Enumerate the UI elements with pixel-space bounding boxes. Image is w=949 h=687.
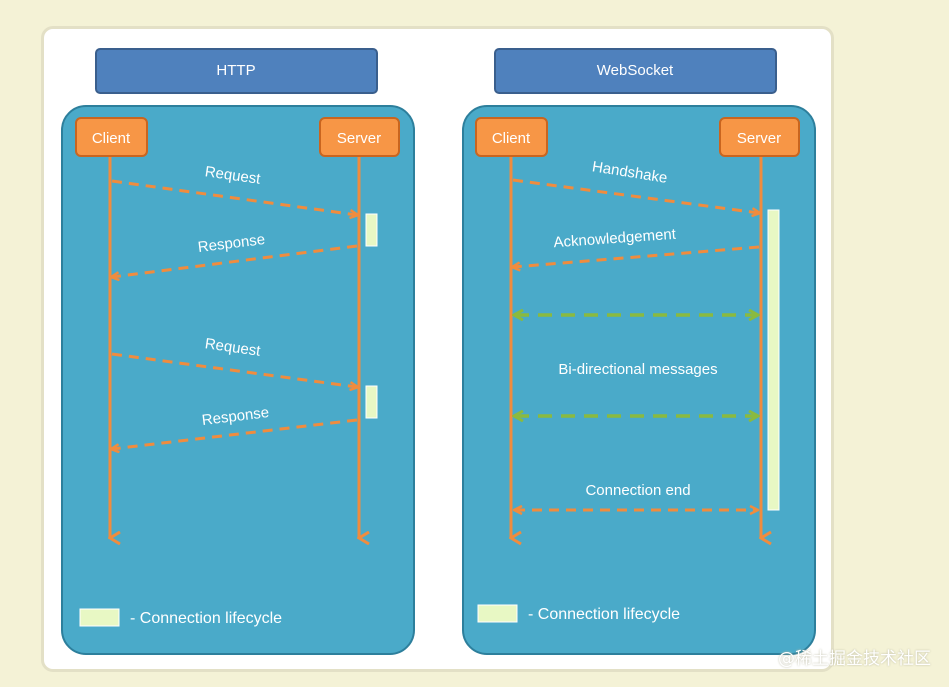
websocket-server-node (719, 117, 800, 157)
http-server-label: Server (337, 130, 381, 147)
websocket-legend-label: - Connection lifecycle (528, 606, 680, 623)
websocket-body (462, 105, 816, 655)
http-client-label: Client (92, 130, 131, 147)
watermark: @稀土掘金技术社区 (778, 649, 931, 669)
http-lifecycle-bar-2 (365, 385, 378, 419)
http-body (61, 105, 415, 655)
websocket-handshake-arrow (512, 178, 759, 213)
http-panel: HTTP Client Server Request Response Requ… (61, 48, 415, 655)
websocket-lifecycle-bar (767, 209, 780, 511)
http-title-bar (95, 48, 378, 94)
websocket-title-bar (494, 48, 777, 94)
websocket-bidirectional-label: Bi-directional messages (558, 361, 717, 378)
websocket-legend-swatch (477, 604, 518, 623)
http-server-node (319, 117, 400, 157)
http-client-node (75, 117, 148, 157)
http-response-arrow-1 (112, 244, 358, 277)
websocket-panel: WebSocket Client Server Handshake Acknow… (462, 48, 816, 655)
websocket-client-node (475, 117, 548, 157)
http-request-arrow-1 (111, 179, 357, 215)
http-legend-swatch (79, 608, 120, 627)
http-request-arrow-2 (111, 352, 357, 387)
http-legend-label: - Connection lifecycle (130, 610, 282, 627)
http-response-arrow-2 (112, 418, 358, 449)
websocket-connection-end-label: Connection end (585, 482, 690, 499)
websocket-title: WebSocket (597, 62, 674, 79)
http-title: HTTP (216, 62, 255, 79)
http-lifecycle-bar-1 (365, 213, 378, 247)
websocket-client-label: Client (492, 130, 531, 147)
websocket-ack-arrow (513, 245, 760, 267)
websocket-server-label: Server (737, 130, 781, 147)
